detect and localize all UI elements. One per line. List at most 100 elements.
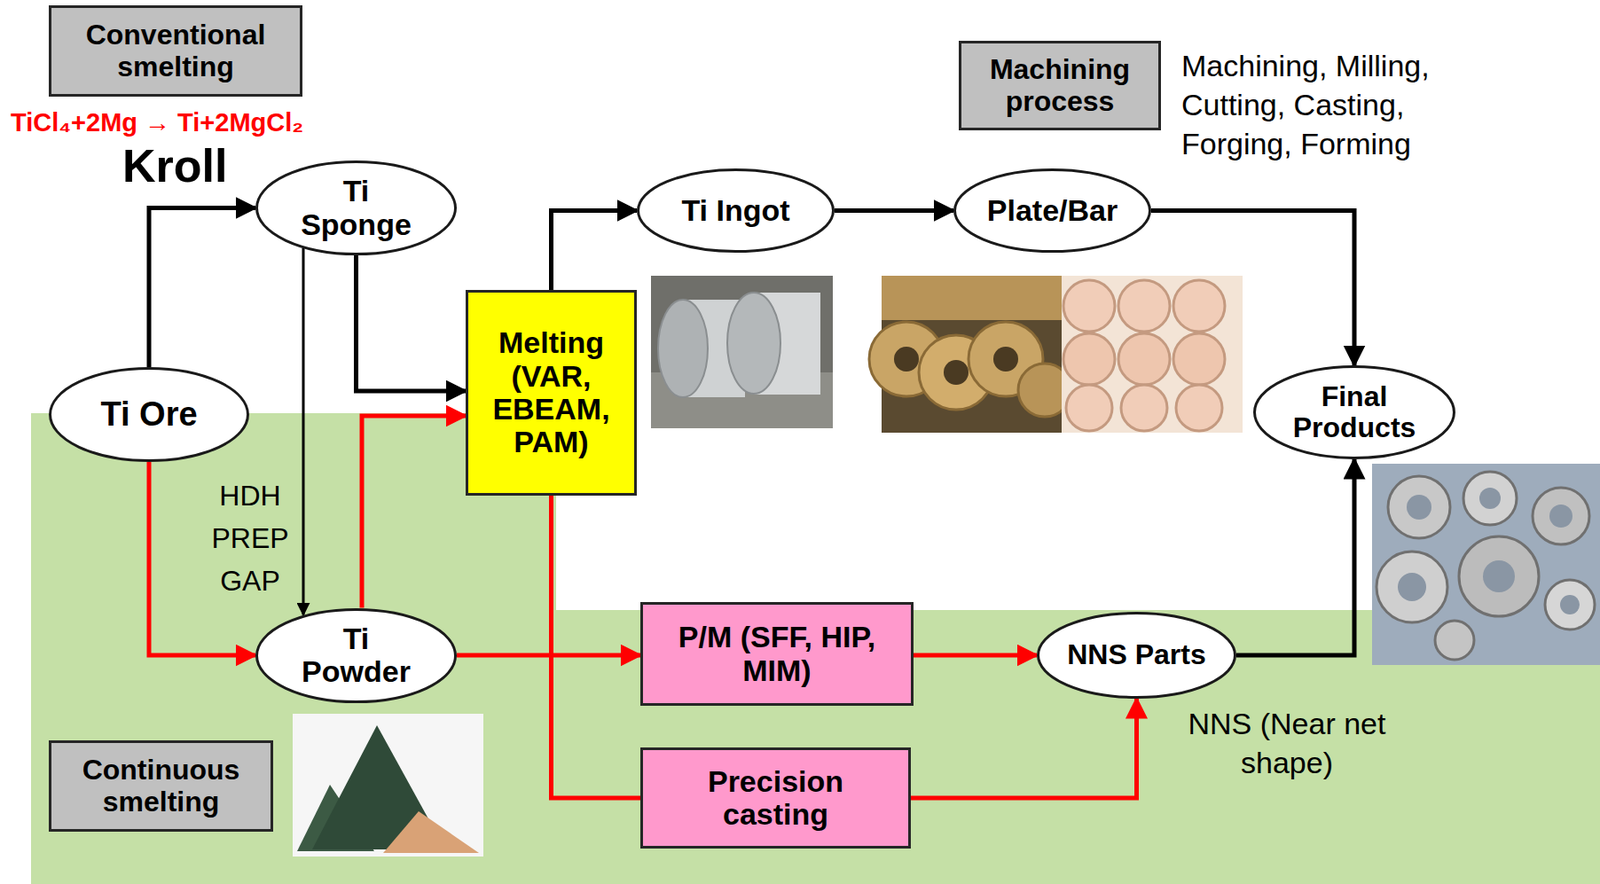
text-group: Ti Ingot bbox=[681, 194, 790, 228]
flow-arrow bbox=[356, 255, 467, 392]
parts-photo bbox=[1406, 494, 1432, 520]
coil-photo bbox=[1066, 384, 1113, 432]
text-group: Melting (VAR, EBEAM, PAM) bbox=[478, 326, 625, 460]
continuous-region bbox=[31, 413, 1600, 884]
ellipse-outline bbox=[50, 368, 249, 462]
ingot-photo bbox=[650, 275, 833, 429]
text-group: Conventional smelting bbox=[61, 19, 291, 82]
coil-photo bbox=[1176, 384, 1223, 432]
abbreviation-note: NNS (Near net shape) bbox=[1158, 704, 1416, 783]
flow-arrow bbox=[1236, 459, 1355, 656]
node-label: P/M (SFF, HIP, MIM) bbox=[652, 620, 902, 688]
parts-photo bbox=[1545, 580, 1595, 630]
powder-photo bbox=[383, 811, 479, 854]
parts-photo bbox=[1376, 551, 1448, 623]
material-ellipse: Ti Powder bbox=[255, 608, 457, 704]
parts-photo bbox=[1479, 487, 1501, 510]
flow-arrow bbox=[910, 698, 1138, 799]
ellipse-outline bbox=[955, 170, 1151, 252]
flow-arrow bbox=[302, 248, 306, 615]
material-ellipse: Plate/Bar bbox=[953, 168, 1152, 253]
node-label: Final Products bbox=[1287, 381, 1421, 444]
text-group: Plate/Bar bbox=[987, 194, 1118, 228]
flow-arrow bbox=[551, 211, 638, 291]
coil-photo bbox=[1121, 384, 1168, 432]
section-tag: Conventional smelting bbox=[48, 5, 303, 97]
material-ellipse: Ti Ingot bbox=[636, 168, 835, 253]
ingot-photo bbox=[650, 275, 833, 429]
parts-photo bbox=[1397, 572, 1427, 602]
parts-photo bbox=[1435, 620, 1475, 660]
parts-photo bbox=[1482, 560, 1515, 593]
text-group: NNS Parts bbox=[1066, 639, 1207, 671]
continuous-region bbox=[31, 413, 1600, 884]
text-group: Ti Ore bbox=[100, 396, 197, 434]
text-group: Ti Powder bbox=[290, 622, 424, 690]
coil-photo bbox=[1118, 333, 1170, 385]
coil-photo bbox=[1118, 280, 1170, 332]
flow-arrow bbox=[913, 653, 1037, 659]
node-label: Ti Powder bbox=[290, 622, 424, 690]
process-box: Precision casting bbox=[640, 747, 911, 849]
coil-photo bbox=[1173, 333, 1225, 385]
section-tag: Continuous smelting bbox=[48, 740, 274, 832]
node-label: Ti Sponge bbox=[290, 174, 424, 242]
parts-photo bbox=[1549, 504, 1573, 528]
node-label: Continuous smelting bbox=[61, 754, 261, 817]
node-label: Plate/Bar bbox=[987, 194, 1118, 228]
coil-photo bbox=[1173, 280, 1225, 332]
parts-photo bbox=[1388, 476, 1451, 539]
parts-photo bbox=[1372, 463, 1600, 666]
material-ellipse: Ti Ore bbox=[48, 367, 250, 463]
flow-arrow bbox=[361, 415, 466, 609]
process-name: Kroll bbox=[122, 140, 228, 194]
ellipse-outline bbox=[1254, 367, 1455, 459]
text-group: Machining process bbox=[971, 54, 1149, 117]
coil-photo bbox=[869, 275, 1243, 433]
ingot-photo bbox=[727, 292, 781, 394]
text-group: Continuous smelting bbox=[61, 754, 261, 817]
ellipse-outline bbox=[257, 609, 456, 702]
text-group: Precision casting bbox=[652, 765, 899, 832]
material-ellipse: NNS Parts bbox=[1036, 611, 1237, 699]
flow-arrow bbox=[551, 495, 642, 799]
process-box: Melting (VAR, EBEAM, PAM) bbox=[465, 290, 637, 496]
powder-photo bbox=[292, 713, 484, 857]
flow-arrow bbox=[149, 208, 256, 369]
ellipse-outline bbox=[1038, 613, 1236, 699]
coil-photo bbox=[1063, 333, 1115, 385]
coil-photo bbox=[993, 346, 1019, 372]
text-group: P/M (SFF, HIP, MIM) bbox=[652, 620, 902, 688]
node-label: Precision casting bbox=[652, 765, 899, 832]
flow-arrow bbox=[1151, 211, 1355, 367]
node-label: Ti Ore bbox=[100, 396, 197, 434]
material-ellipse: Ti Sponge bbox=[255, 160, 457, 256]
reaction-equation: TiCl₄+2Mg → Ti+2MgCl₂ bbox=[10, 108, 304, 138]
parts-photo bbox=[1560, 595, 1580, 615]
ellipse-outline bbox=[257, 162, 456, 255]
material-ellipse: Final Products bbox=[1253, 365, 1456, 460]
process-box: P/M (SFF, HIP, MIM) bbox=[640, 602, 914, 706]
parts-photo bbox=[1532, 487, 1590, 545]
flow-arrow bbox=[834, 208, 954, 213]
text-group: Ti Sponge bbox=[290, 174, 424, 242]
flow-arrow bbox=[456, 653, 641, 659]
ellipse-outline bbox=[638, 170, 834, 252]
process-list: Machining, Milling, Cutting, Casting, Fo… bbox=[1181, 46, 1488, 165]
node-label: Melting (VAR, EBEAM, PAM) bbox=[478, 326, 625, 460]
node-label: Machining process bbox=[971, 54, 1149, 117]
parts-photo bbox=[1458, 536, 1539, 617]
node-label: NNS Parts bbox=[1066, 639, 1207, 671]
parts-photo bbox=[1463, 471, 1517, 526]
coil-photo bbox=[943, 360, 969, 385]
text-group: Final Products bbox=[1287, 381, 1421, 444]
coil-photo bbox=[894, 346, 919, 372]
powder-photo bbox=[292, 713, 484, 857]
coil-photo bbox=[1061, 275, 1243, 433]
coil-photo bbox=[881, 275, 1062, 321]
edge-label: HDH PREP GAP bbox=[205, 474, 295, 603]
node-label: Conventional smelting bbox=[61, 19, 291, 82]
section-tag: Machining process bbox=[958, 40, 1161, 131]
coil-photo bbox=[1063, 280, 1115, 332]
